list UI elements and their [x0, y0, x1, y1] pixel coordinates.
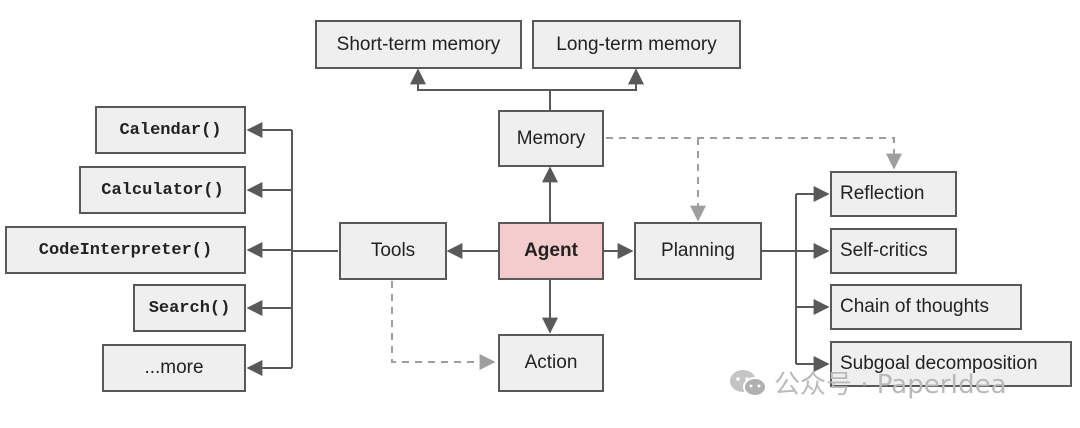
self-critics-node: Self-critics — [830, 228, 957, 274]
search-tool-node: Search() — [133, 284, 246, 332]
memory-node: Memory — [498, 110, 604, 167]
dashed-connectors — [391, 137, 902, 370]
more-tools-node: ...more — [102, 344, 246, 392]
wechat-icon — [728, 368, 768, 398]
tools-branches — [246, 122, 338, 376]
planning-branches — [762, 186, 830, 372]
chain-of-thoughts-node: Chain of thoughts — [830, 284, 1022, 330]
tools-node: Tools — [339, 222, 447, 280]
agent-node: Agent — [498, 222, 604, 280]
agent-connectors — [446, 166, 634, 334]
code-interpreter-tool-node: CodeInterpreter() — [5, 226, 246, 274]
subgoal-decomposition-node: Subgoal decomposition — [830, 341, 1072, 387]
reflection-node: Reflection — [830, 171, 957, 217]
planning-node: Planning — [634, 222, 762, 280]
memory-branches — [410, 68, 644, 110]
watermark: 公众号 · PaperIdea — [728, 364, 1007, 401]
short-term-memory-node: Short-term memory — [315, 20, 522, 69]
action-node: Action — [498, 334, 604, 392]
watermark-text: 公众号 · PaperIdea — [774, 370, 1007, 400]
calculator-tool-node: Calculator() — [79, 166, 246, 214]
calendar-tool-node: Calendar() — [95, 106, 246, 154]
long-term-memory-node: Long-term memory — [532, 20, 741, 69]
